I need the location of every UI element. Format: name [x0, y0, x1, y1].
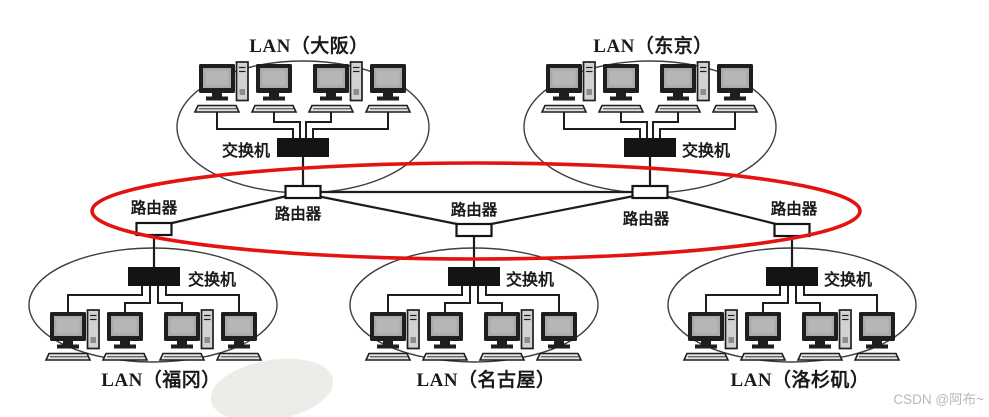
- computer-icon: [366, 310, 419, 360]
- router-label-fukuoka: 路由器: [130, 200, 178, 217]
- scan-artifact-blob: [210, 358, 334, 417]
- switch-label-fukuoka: 交换机: [188, 272, 237, 289]
- computer-icon: [217, 312, 261, 360]
- switch-label-losangeles: 交换机: [824, 272, 873, 289]
- lan-title-tokyo: LAN（东京）: [593, 36, 713, 57]
- switch-label-tokyo: 交换机: [682, 143, 731, 160]
- computer-icon: [160, 310, 213, 360]
- switch-icon-losangeles: [766, 267, 818, 286]
- switch-label-osaka: 交换机: [221, 143, 270, 160]
- wires-tokyo: [563, 111, 736, 138]
- computer-icon: [195, 62, 248, 112]
- link-router-osaka-fukuoka: [167, 194, 288, 226]
- computer-icon: [656, 62, 709, 112]
- lan-title-losangeles: LAN（洛杉矶）: [730, 370, 870, 391]
- lan-title-osaka: LAN（大阪）: [249, 36, 369, 57]
- router-icon-osaka: [284, 184, 322, 200]
- wires-losangeles: [705, 286, 878, 316]
- router-icon-nagoya: [455, 222, 493, 238]
- lan-title-nagoya: LAN（名古屋）: [416, 370, 556, 391]
- computer-icon: [741, 312, 785, 360]
- router-label-osaka: 路由器: [274, 206, 322, 223]
- link-router-tokyo-losangeles: [663, 194, 781, 227]
- router-icon-losangeles: [773, 222, 811, 238]
- wires-nagoya: [387, 286, 560, 316]
- computer-icon: [46, 310, 99, 360]
- computer-icon: [309, 62, 362, 112]
- router-icon-fukuoka: [135, 221, 173, 237]
- link-router-osaka-nagoya: [316, 194, 463, 227]
- computer-icon: [366, 64, 410, 112]
- wires-osaka: [216, 111, 389, 138]
- lan-title-fukuoka: LAN（福冈）: [101, 370, 221, 391]
- switch-icon-osaka: [277, 138, 329, 157]
- computer-icon: [252, 64, 296, 112]
- computer-icon: [713, 64, 757, 112]
- switch-icon-tokyo: [624, 138, 676, 157]
- link-router-tokyo-nagoya: [485, 194, 635, 227]
- computer-icon: [684, 310, 737, 360]
- computer-icon: [599, 64, 643, 112]
- switch-icon-nagoya: [448, 267, 500, 286]
- switch-label-nagoya: 交换机: [506, 272, 555, 289]
- csdn-watermark: CSDN @阿布~: [893, 392, 984, 407]
- router-label-nagoya: 路由器: [450, 202, 498, 219]
- router-label-tokyo: 路由器: [622, 211, 670, 228]
- computer-icon: [423, 312, 467, 360]
- computer-icon: [855, 312, 899, 360]
- computer-icon: [103, 312, 147, 360]
- computer-icon: [798, 310, 851, 360]
- computer-icon: [542, 62, 595, 112]
- computer-icon: [537, 312, 581, 360]
- router-icon-tokyo: [631, 184, 669, 200]
- computer-icon: [480, 310, 533, 360]
- backbone-highlight-ellipse: [90, 161, 862, 261]
- switch-icon-fukuoka: [128, 267, 180, 286]
- router-label-losangeles: 路由器: [770, 201, 818, 218]
- wires-fukuoka: [67, 286, 240, 316]
